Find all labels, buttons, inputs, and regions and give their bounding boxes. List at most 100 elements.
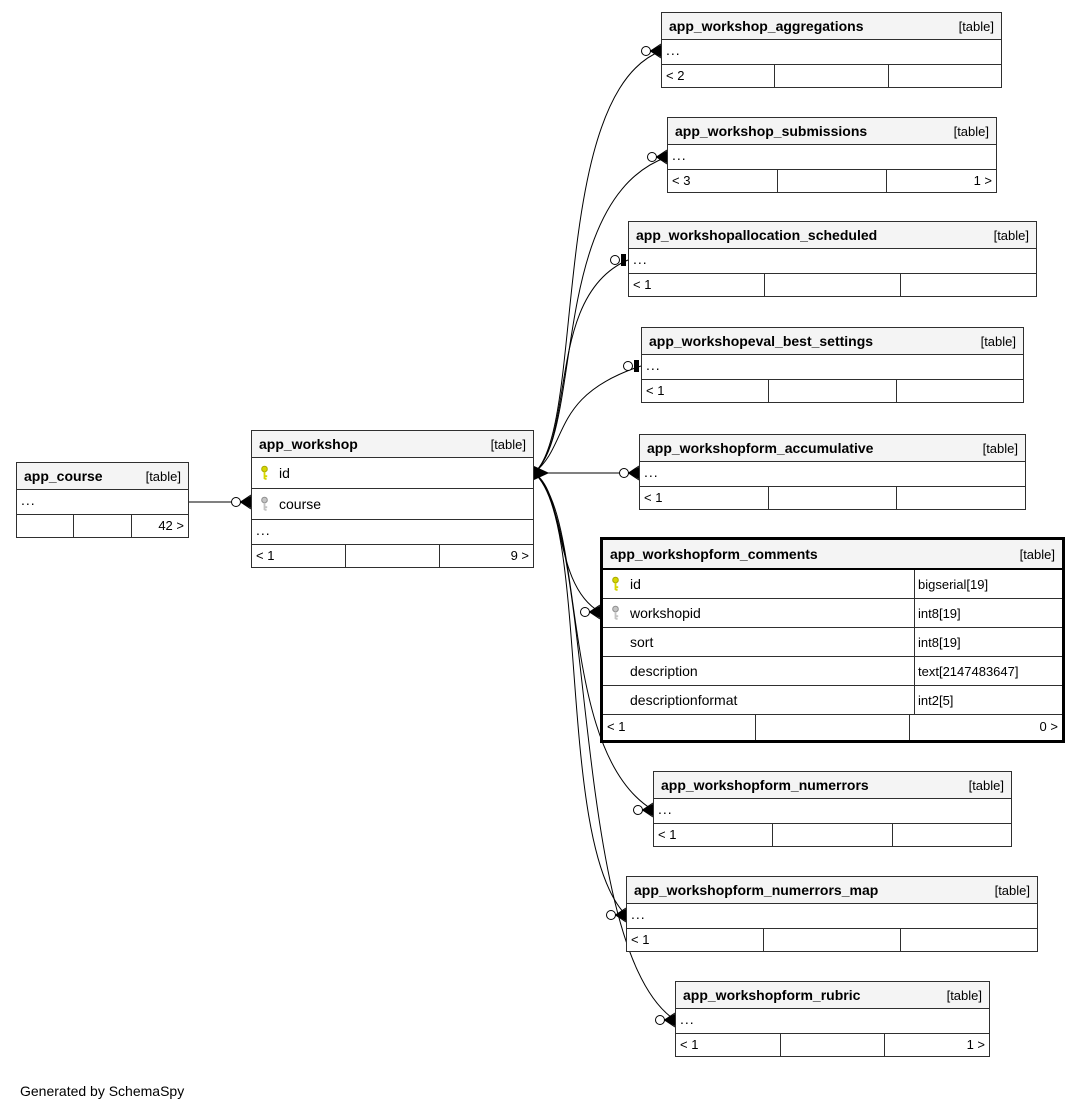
elided-columns: ...	[640, 462, 1025, 487]
table-header: app_workshopallocation_scheduled [table]	[629, 222, 1036, 249]
footer-cell	[779, 1034, 885, 1056]
table-footer: < 1 9 >	[252, 545, 533, 567]
footer-cell: < 3	[672, 173, 691, 188]
column-row: description text[2147483647]	[603, 657, 1062, 686]
elided-columns: ...	[668, 145, 996, 170]
table-app_course[interactable]: app_course [table] ... 42 >	[16, 462, 189, 538]
column-type: int8[19]	[914, 599, 1062, 627]
column-row: descriptionformat int2[5]	[603, 686, 1062, 715]
table-footer: < 1	[629, 274, 1036, 296]
footer-cell	[17, 515, 73, 537]
footer-cell	[755, 715, 908, 740]
table-name[interactable]: app_course	[24, 468, 103, 484]
table-footer: 42 >	[17, 515, 188, 537]
table-type-label: [table]	[980, 333, 1016, 349]
foreign-key-icon	[258, 496, 271, 512]
footer-cell	[900, 929, 1037, 951]
table-header: app_workshopform_comments [table]	[603, 540, 1062, 570]
footer-cell	[895, 380, 1023, 402]
elided-columns: ...	[629, 249, 1036, 274]
column-type: text[2147483647]	[914, 657, 1062, 685]
table-type-label: [table]	[1019, 546, 1055, 562]
table-name[interactable]: app_workshopform_numerrors	[661, 777, 869, 793]
footer-cell: 1 >	[886, 170, 996, 192]
footer-cell: 9 >	[439, 545, 533, 567]
footer-cell: < 1	[256, 548, 275, 563]
table-app_workshopform_numerrors_map[interactable]: app_workshopform_numerrors_map [table] .…	[626, 876, 1038, 952]
table-type-label: [table]	[946, 987, 982, 1003]
footer-cell	[345, 545, 439, 567]
table-app_workshopform_comments[interactable]: app_workshopform_comments [table] id big…	[600, 537, 1065, 743]
table-name[interactable]: app_workshopform_rubric	[683, 987, 861, 1003]
elided-columns: ...	[17, 490, 188, 515]
table-header: app_workshop_aggregations [table]	[662, 13, 1001, 40]
footer-cell: 42 >	[130, 515, 188, 537]
footer-cell: < 1	[607, 719, 626, 734]
table-app_workshopallocation_scheduled[interactable]: app_workshopallocation_scheduled [table]…	[628, 221, 1037, 297]
table-app_workshopform_accumulative[interactable]: app_workshopform_accumulative [table] ..…	[639, 434, 1026, 510]
footer-cell	[891, 824, 1011, 846]
no-key-spacer	[609, 663, 622, 679]
table-header: app_workshop [table]	[252, 431, 533, 458]
footer-cell: 1 >	[884, 1034, 989, 1056]
table-app_workshopform_rubric[interactable]: app_workshopform_rubric [table] ... < 1 …	[675, 981, 990, 1057]
table-app_workshopform_numerrors[interactable]: app_workshopform_numerrors [table] ... <…	[653, 771, 1012, 847]
footer-cell	[73, 515, 130, 537]
table-app_workshopeval_best_settings[interactable]: app_workshopeval_best_settings [table] .…	[641, 327, 1024, 403]
table-footer: < 1 1 >	[676, 1034, 989, 1056]
footer-cell: < 2	[666, 68, 685, 83]
elided-columns: ...	[642, 355, 1023, 380]
elided-columns: ...	[654, 799, 1011, 824]
table-app_workshop_aggregations[interactable]: app_workshop_aggregations [table] ... < …	[661, 12, 1002, 88]
table-type-label: [table]	[994, 882, 1030, 898]
table-type-label: [table]	[953, 123, 989, 139]
table-name[interactable]: app_workshopform_numerrors_map	[634, 882, 879, 898]
table-name[interactable]: app_workshopform_accumulative	[647, 440, 874, 456]
table-name[interactable]: app_workshopform_comments	[610, 546, 818, 562]
table-footer: < 3 1 >	[668, 170, 996, 192]
table-name[interactable]: app_workshopallocation_scheduled	[636, 227, 878, 243]
footer-cell	[887, 65, 1001, 87]
footer-cell: < 1	[633, 277, 652, 292]
column-name: id	[279, 465, 290, 481]
table-header: app_workshopform_numerrors [table]	[654, 772, 1011, 799]
table-app_workshop_submissions[interactable]: app_workshop_submissions [table] ... < 3…	[667, 117, 997, 193]
table-footer: < 1 0 >	[603, 715, 1062, 740]
table-header: app_workshopeval_best_settings [table]	[642, 328, 1023, 355]
footer-cell	[896, 487, 1025, 509]
column-type: int2[5]	[914, 686, 1062, 714]
table-header: app_workshopform_numerrors_map [table]	[627, 877, 1037, 904]
footer-cell: < 1	[658, 827, 677, 842]
table-footer: < 1	[654, 824, 1011, 846]
footer-cell	[776, 170, 887, 192]
table-type-label: [table]	[968, 777, 1004, 793]
table-name[interactable]: app_workshopeval_best_settings	[649, 333, 874, 349]
column-row: workshopid int8[19]	[603, 599, 1062, 628]
elided-columns: ...	[662, 40, 1001, 65]
column-name: description	[630, 663, 698, 679]
column-name: course	[279, 496, 322, 512]
elided-columns: ...	[252, 520, 533, 545]
table-header: app_workshopform_accumulative [table]	[640, 435, 1025, 462]
footer-cell	[774, 65, 887, 87]
table-header: app_course [table]	[17, 463, 188, 490]
footer-cell	[772, 824, 891, 846]
table-name[interactable]: app_workshop	[259, 436, 358, 452]
table-name[interactable]: app_workshop_aggregations	[669, 18, 864, 34]
column-name: descriptionformat	[630, 692, 738, 708]
footer-cell: < 1	[680, 1037, 699, 1052]
footer-cell: 0 >	[908, 715, 1062, 740]
primary-key-icon	[609, 576, 622, 592]
foreign-key-icon	[609, 605, 622, 621]
table-app_workshop[interactable]: app_workshop [table] id course ... < 1 9…	[251, 430, 534, 568]
column-name: sort	[630, 634, 654, 650]
table-footer: < 1	[640, 487, 1025, 509]
table-footer: < 1	[627, 929, 1037, 951]
table-name[interactable]: app_workshop_submissions	[675, 123, 868, 139]
no-key-spacer	[609, 692, 622, 708]
footer-cell	[768, 380, 895, 402]
column-type: int8[19]	[914, 628, 1062, 656]
table-type-label: [table]	[993, 227, 1029, 243]
